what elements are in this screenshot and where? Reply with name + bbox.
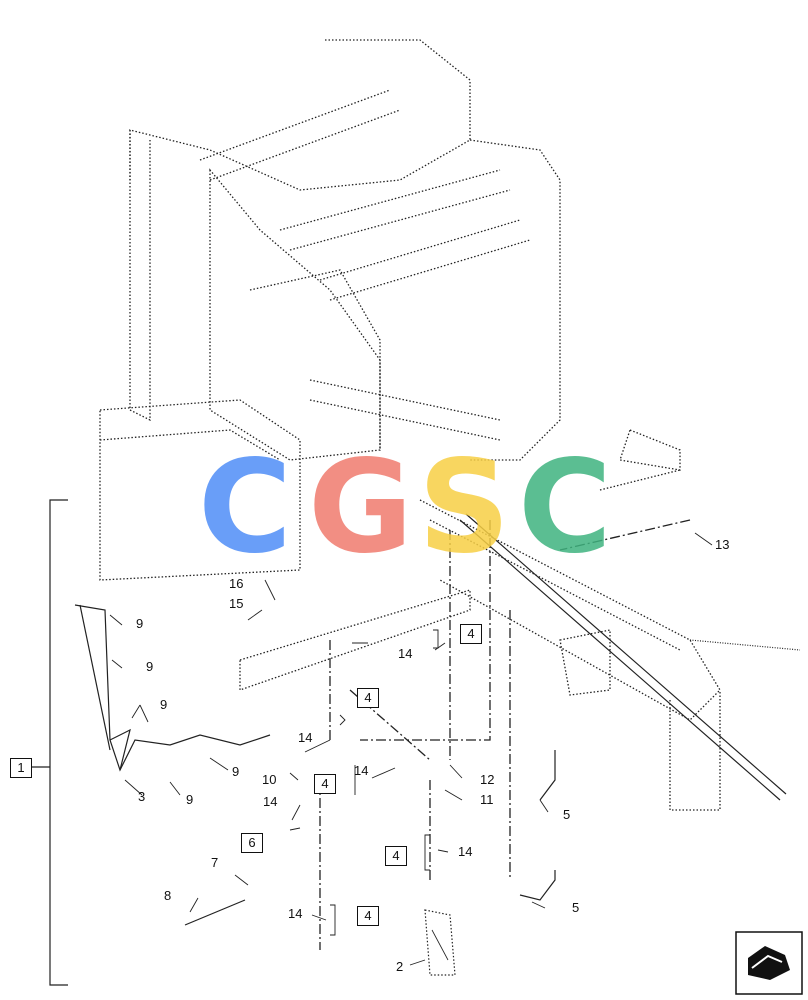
frame-bar-2 <box>279 169 511 251</box>
frame-bar-3 <box>319 219 531 301</box>
callout-13: 13 <box>715 537 730 552</box>
tongue-inner <box>429 519 681 651</box>
callout-6: 6 <box>241 833 263 853</box>
leader-lines <box>109 532 713 966</box>
callout-10: 10 <box>262 772 277 787</box>
right-side-plate <box>469 139 561 461</box>
callout-4a: 4 <box>460 624 482 644</box>
callout-9b: 9 <box>146 659 154 674</box>
callout-9d: 9 <box>232 764 240 779</box>
callout-9a: 9 <box>136 616 144 631</box>
watermark-letter-2: G <box>308 433 414 582</box>
callout-8: 8 <box>164 888 172 903</box>
callout-4c: 4 <box>314 774 336 794</box>
hose-5b <box>519 870 556 901</box>
jack-foot <box>559 629 611 696</box>
callout-2: 2 <box>396 959 404 974</box>
drive-shaft <box>459 513 787 801</box>
watermark-letter-4: C <box>518 433 612 582</box>
watermark-letter-3: S <box>418 433 511 582</box>
hitch-link <box>599 469 681 491</box>
lower-frame-inner <box>99 429 281 461</box>
bracket-1 <box>49 499 68 986</box>
harness-wire-2 <box>79 604 131 771</box>
harness-wire <box>74 604 271 772</box>
callout-4d: 4 <box>385 846 407 866</box>
callout-4e: 4 <box>357 906 379 926</box>
callout-5a: 5 <box>563 807 571 822</box>
callout-11: 11 <box>480 792 494 807</box>
pto-spring <box>689 639 801 651</box>
callout-7: 7 <box>211 855 219 870</box>
left-side-plate <box>209 168 381 461</box>
leader-dashdot <box>319 519 691 950</box>
hitch-arm <box>619 429 681 471</box>
pointer-arrow-icon[interactable] <box>735 931 803 995</box>
watermark-letter-1: C <box>198 433 292 582</box>
callout-16: 16 <box>229 576 244 591</box>
hose-5a <box>539 750 556 801</box>
callout-9c: 9 <box>160 697 168 712</box>
sensor-rod-8 <box>184 899 246 926</box>
callout-14c: 14 <box>354 763 369 778</box>
callout-1: 1 <box>10 758 32 778</box>
callout-3: 3 <box>138 789 146 804</box>
callout-12: 12 <box>480 772 495 787</box>
left-upright <box>129 130 151 422</box>
callout-4b: 4 <box>357 688 379 708</box>
callout-14b: 14 <box>298 730 313 745</box>
callout-9e: 9 <box>186 792 194 807</box>
cylinder <box>309 379 501 441</box>
callout-14f: 14 <box>288 906 303 921</box>
callout-15: 15 <box>229 596 244 611</box>
manual-card <box>424 909 456 976</box>
jack-stand <box>669 690 721 811</box>
lower-frame <box>99 399 301 581</box>
callout-14e: 14 <box>458 844 473 859</box>
frame-bar-1 <box>199 89 401 181</box>
callout-5b: 5 <box>572 900 580 915</box>
frame-top <box>129 39 471 191</box>
axle-beam <box>239 589 471 691</box>
box-brackets <box>330 629 439 936</box>
callout-14a: 14 <box>398 646 413 661</box>
center-plate <box>249 269 381 450</box>
callout-14d: 14 <box>263 794 278 809</box>
